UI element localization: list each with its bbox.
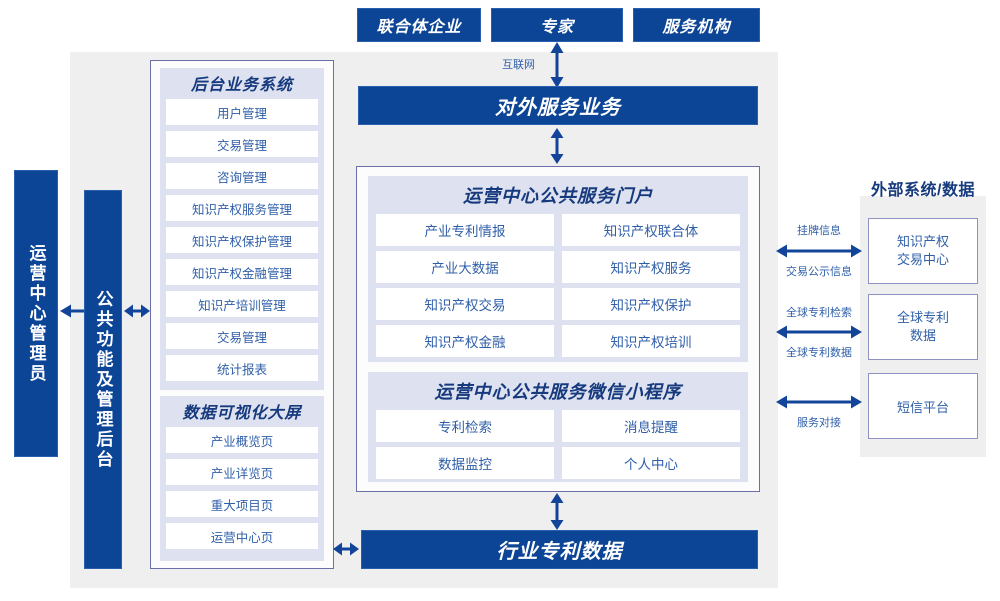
portal-item-2[interactable]: 产业大数据 <box>376 251 554 283</box>
service-bar-label: 对外服务业务 <box>495 97 621 119</box>
arrow-external-ip-trading-center <box>776 240 862 262</box>
common-functions-backend-box[interactable]: 公共功能及管理后台 <box>84 190 122 569</box>
portal-item-0[interactable]: 产业专利情报 <box>376 214 554 246</box>
external-systems-title: 外部系统/数据 <box>871 182 975 199</box>
actor-label: 服务机构 <box>662 19 731 36</box>
actor-box-union-enterprise[interactable]: 联合体企业 <box>357 8 481 42</box>
miniprogram-item-2[interactable]: 数据监控 <box>376 447 554 479</box>
miniprogram-item-3[interactable]: 个人中心 <box>562 447 740 479</box>
arrow-internet-to-service <box>546 42 568 88</box>
external-item-sms-platform[interactable]: 短信平台 <box>868 373 978 439</box>
external-link-2-label-below: 服务对接 <box>797 417 841 429</box>
external-link-1-label-below: 全球专利数据 <box>786 347 852 359</box>
actor-label: 专家 <box>539 19 574 36</box>
backend-item-2[interactable]: 咨询管理 <box>166 163 318 189</box>
dashboard-item-1[interactable]: 产业详览页 <box>166 459 318 485</box>
portal-item-5[interactable]: 知识产权保护 <box>562 288 740 320</box>
portal-item-3[interactable]: 知识产权服务 <box>562 251 740 283</box>
portal-item-6[interactable]: 知识产权金融 <box>376 325 554 357</box>
bottom-bar-industry-patent-data[interactable]: 行业专利数据 <box>361 530 758 569</box>
portal-item-7[interactable]: 知识产权培训 <box>562 325 740 357</box>
bottom-bar-label: 行业专利数据 <box>496 541 623 563</box>
dashboard-title: 数据可视化大屏 <box>182 405 302 422</box>
arrow-external-global-patent-data <box>776 321 862 343</box>
miniprogram-title: 运营中心公共服务微信小程序 <box>434 382 682 402</box>
backend-item-4[interactable]: 知识产权保护管理 <box>166 227 318 253</box>
backend-item-6[interactable]: 知识产培训管理 <box>166 291 318 317</box>
arrow-portal-to-bottom <box>546 493 568 530</box>
external-item-global-patent-data[interactable]: 全球专利 数据 <box>868 294 978 360</box>
dashboard-item-2[interactable]: 重大项目页 <box>166 491 318 517</box>
role-box-operation-center-admin[interactable]: 运营中心管理员 <box>14 170 58 457</box>
common-functions-label: 公共功能及管理后台 <box>93 289 113 470</box>
arrow-common-to-backend <box>124 300 150 322</box>
backend-item-7[interactable]: 交易管理 <box>166 323 318 349</box>
arrow-external-sms-platform <box>776 391 862 413</box>
actor-label: 联合体企业 <box>376 19 462 36</box>
backend-item-1[interactable]: 交易管理 <box>166 131 318 157</box>
dashboard-item-0[interactable]: 产业概览页 <box>166 427 318 453</box>
backend-system-title: 后台业务系统 <box>190 77 293 94</box>
backend-item-5[interactable]: 知识产权金融管理 <box>166 259 318 285</box>
external-link-0-label-below: 交易公示信息 <box>786 266 852 278</box>
miniprogram-item-1[interactable]: 消息提醒 <box>562 410 740 442</box>
external-link-0-label-above: 挂牌信息 <box>797 225 841 237</box>
portal-item-1[interactable]: 知识产权联合体 <box>562 214 740 246</box>
internet-link-label: 互联网 <box>502 59 535 71</box>
actor-box-service-agency[interactable]: 服务机构 <box>633 8 760 42</box>
backend-item-0[interactable]: 用户管理 <box>166 99 318 125</box>
dashboard-item-3[interactable]: 运营中心页 <box>166 523 318 549</box>
arrow-service-to-portal <box>546 128 568 164</box>
arrow-dashboard-to-bottom <box>333 538 359 560</box>
backend-item-3[interactable]: 知识产权服务管理 <box>166 195 318 221</box>
actor-box-expert[interactable]: 专家 <box>491 8 623 42</box>
portal-item-4[interactable]: 知识产权交易 <box>376 288 554 320</box>
external-item-ip-trading-center[interactable]: 知识产权 交易中心 <box>868 218 978 284</box>
service-bar[interactable]: 对外服务业务 <box>358 86 758 125</box>
external-link-1-label-above: 全球专利检索 <box>786 307 852 319</box>
role-label: 运营中心管理员 <box>26 243 46 384</box>
backend-item-8[interactable]: 统计报表 <box>166 355 318 381</box>
portal-title: 运营中心公共服务门户 <box>463 186 653 206</box>
miniprogram-item-0[interactable]: 专利检索 <box>376 410 554 442</box>
